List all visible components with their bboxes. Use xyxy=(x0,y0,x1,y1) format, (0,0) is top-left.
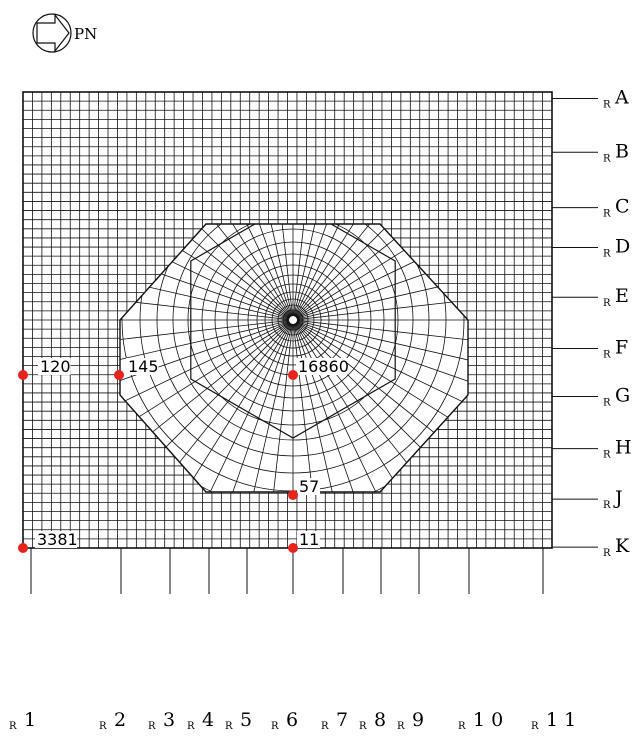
node-3381: 3381 xyxy=(18,530,78,553)
row-axis-label: E xyxy=(615,285,629,307)
node-57: 57 xyxy=(288,477,320,500)
row-axis-prefix: R xyxy=(603,100,611,111)
node-120: 120 xyxy=(18,357,71,380)
column-axis-10: R 1 0 xyxy=(458,548,503,732)
column-axis-label: 1 1 xyxy=(546,709,576,731)
row-axis-label: K xyxy=(615,535,630,557)
fem-mesh xyxy=(22,91,553,549)
column-axis-label: 1 xyxy=(24,709,36,731)
node-marker xyxy=(288,543,298,553)
north-arrow-icon xyxy=(36,13,70,53)
column-axis-label: 2 xyxy=(114,709,126,731)
column-axis-prefix: R xyxy=(458,721,466,732)
node-label-bg xyxy=(296,358,348,375)
node-label: 57 xyxy=(299,477,319,496)
node-label: 11 xyxy=(299,530,319,549)
column-axis-label: 3 xyxy=(163,709,175,731)
north-arrow: PN xyxy=(32,13,97,53)
node-markers: 120 145 16860 57 3381 11 xyxy=(18,357,349,553)
row-axis-prefix: R xyxy=(603,398,611,409)
node-label-bg xyxy=(126,358,159,375)
node-marker xyxy=(18,370,28,380)
node-label: 16860 xyxy=(298,357,349,376)
column-axis-prefix: R xyxy=(187,721,195,732)
row-axis-label: B xyxy=(615,140,629,162)
row-axis-prefix: R xyxy=(603,153,611,164)
column-axis-label: 7 xyxy=(336,709,348,731)
node-label: 145 xyxy=(128,357,159,376)
node-label-bg xyxy=(297,478,320,495)
column-axis-11: R 1 1 xyxy=(531,548,576,732)
row-axis-prefix: R xyxy=(603,450,611,461)
column-axis-label: 4 xyxy=(202,709,214,731)
row-axis-prefix: R xyxy=(603,298,611,309)
column-axis-label: 5 xyxy=(240,709,252,731)
north-arrow-label: PN xyxy=(74,25,97,43)
node-label-bg xyxy=(297,531,320,548)
column-axis-prefix: R xyxy=(99,721,107,732)
node-label-bg xyxy=(35,531,77,548)
north-arrow-circle xyxy=(32,13,72,53)
row-axis-prefix: R xyxy=(603,209,611,220)
column-axis-prefix: R xyxy=(9,721,17,732)
row-axis-label: A xyxy=(614,87,629,109)
column-axis-prefix: R xyxy=(271,721,279,732)
node-marker xyxy=(18,543,28,553)
node-label-bg xyxy=(38,358,71,375)
node-145: 145 xyxy=(114,357,159,380)
node-label: 120 xyxy=(40,357,71,376)
column-axis-label: 9 xyxy=(412,709,424,731)
row-axis-label: J xyxy=(613,487,623,509)
node-11: 11 xyxy=(288,530,320,553)
column-axis-prefix: R xyxy=(225,721,233,732)
row-axis-label: H xyxy=(615,437,632,459)
column-axis-prefix: R xyxy=(397,721,405,732)
node-marker xyxy=(288,370,298,380)
column-axis-prefix: R xyxy=(359,721,367,732)
node-marker xyxy=(288,490,298,500)
row-axis-prefix: R xyxy=(603,350,611,361)
row-axis-label: F xyxy=(615,337,628,359)
row-axis-label: C xyxy=(615,196,630,218)
column-axis-label: 8 xyxy=(374,709,386,731)
node-marker xyxy=(114,370,124,380)
node-label: 3381 xyxy=(37,530,78,549)
column-axis-prefix: R xyxy=(148,721,156,732)
row-axis-prefix: R xyxy=(603,500,611,511)
column-axis-label: 6 xyxy=(286,709,298,731)
row-axis-label: D xyxy=(615,236,630,258)
column-axis-prefix: R xyxy=(531,721,539,732)
row-axis-prefix: R xyxy=(603,249,611,260)
row-axis-label: G xyxy=(615,385,630,407)
column-axis-prefix: R xyxy=(321,721,329,732)
node-16860: 16860 xyxy=(288,357,349,380)
column-axis-label: 1 0 xyxy=(473,709,503,731)
row-axis-prefix: R xyxy=(603,548,611,559)
